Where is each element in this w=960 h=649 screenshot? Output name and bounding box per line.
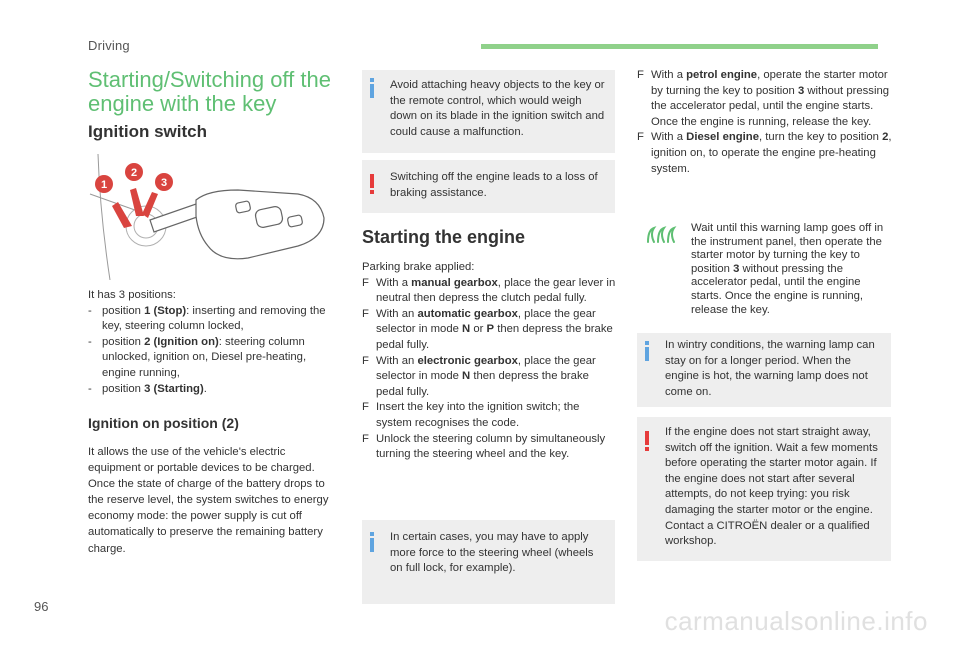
info-box: Avoid attaching heavy objects to the key…: [362, 70, 615, 153]
warning-box: Switching off the engine leads to a loss…: [362, 160, 615, 213]
ignition-on-text: It allows the use of the vehicle's elect…: [88, 446, 329, 555]
list-item: F Unlock the steering column by simultan…: [362, 432, 606, 461]
list-item: F With an electronic gearbox, place the …: [362, 354, 596, 398]
callout-1-label: 1: [101, 179, 107, 191]
info-box: In certain cases, you may have to apply …: [362, 520, 615, 604]
engine-start-steps: F With a petrol engine, operate the star…: [637, 68, 892, 177]
callout-3-label: 3: [161, 177, 167, 189]
list-item: F Insert the key into the ignition switc…: [362, 401, 580, 429]
list-item: F With a Diesel engine, turn the key to …: [637, 131, 892, 175]
positions-intro: It has 3 positions:: [88, 289, 176, 301]
starting-steps: Parking brake applied: F With a manual g…: [362, 260, 617, 463]
list-item: - position 1 (Stop): inserting and remov…: [88, 304, 326, 333]
watermark: carmanualsonline.info: [664, 606, 928, 636]
warning-icon: [645, 431, 649, 451]
preheat-lamp-text: Wait until this warning lamp goes off in…: [691, 222, 884, 316]
position-callouts: 1 2 3: [95, 163, 173, 193]
list-item: F With a petrol engine, operate the star…: [637, 69, 890, 128]
ignition-on-heading: Ignition on position (2): [88, 415, 239, 431]
callout-2: [125, 163, 143, 181]
list-item: - position 2 (Ignition on): steering col…: [88, 335, 307, 379]
info-icon: [370, 532, 374, 552]
header-accent-bar: [481, 44, 878, 49]
preheat-lamp-icon: [647, 226, 677, 243]
warning-icon: [370, 174, 374, 194]
warning-box: If the engine does not start straight aw…: [637, 417, 891, 561]
info-icon: [645, 341, 649, 361]
page-number: 96: [34, 599, 49, 614]
list-item: - position 3 (Starting).: [88, 382, 207, 395]
info-box: In wintry conditions, the warning lamp c…: [637, 333, 891, 407]
list-item: F With an automatic gearbox, place the g…: [362, 307, 613, 351]
positions-list: It has 3 positions: - position 1 (Stop):…: [88, 288, 340, 397]
section-label: Driving: [88, 38, 130, 53]
key-fob-illustration: 1 2 3: [89, 154, 325, 280]
page-title: Starting/Switching off the engine with t…: [88, 67, 331, 116]
callout-2-label: 2: [131, 167, 137, 179]
list-item: F With a manual gearbox, place the gear …: [362, 276, 616, 305]
starting-engine-heading: Starting the engine: [362, 227, 526, 247]
parking-intro: Parking brake applied:: [362, 261, 475, 273]
info-icon: [370, 78, 374, 98]
callout-3: [155, 173, 173, 191]
ignition-switch-heading: Ignition switch: [88, 122, 207, 141]
callout-1: [95, 175, 113, 193]
